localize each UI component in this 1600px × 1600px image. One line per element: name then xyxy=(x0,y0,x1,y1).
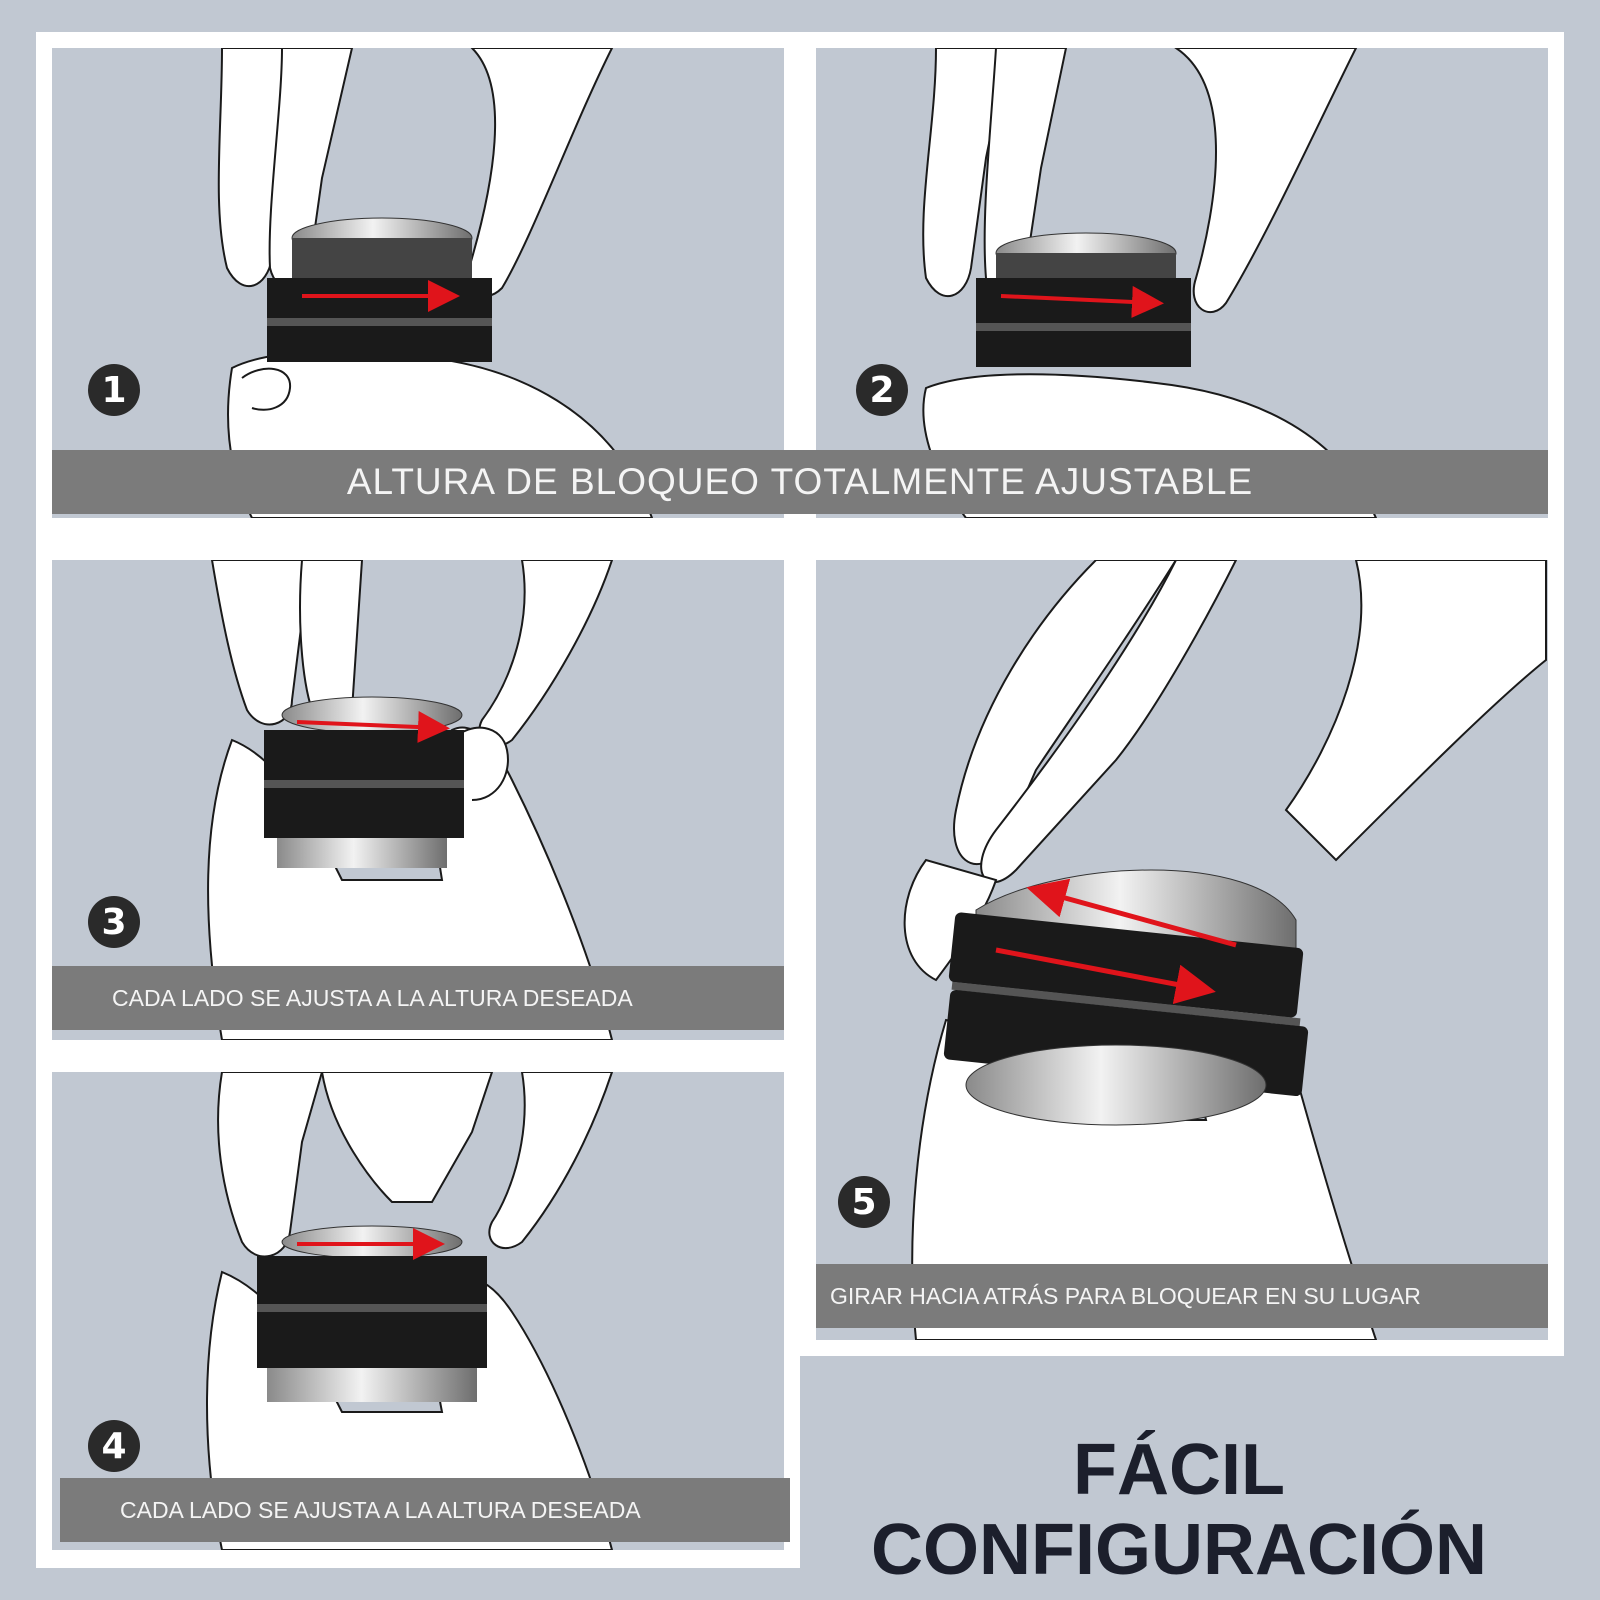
distributor-tool-icon xyxy=(943,869,1309,1126)
hand-icon xyxy=(922,48,1378,518)
step-1-panel: 1 xyxy=(52,48,784,518)
step-5-panel: 5 xyxy=(816,560,1548,1340)
step-2-illustration xyxy=(922,48,1378,518)
caption-bar-top: ALTURA DE BLOQUEO TOTALMENTE AJUSTABLE xyxy=(52,450,1548,514)
caption-step-5-text: GIRAR HACIA ATRÁS PARA BLOQUEAR EN SU LU… xyxy=(830,1282,1421,1309)
step-5-badge: 5 xyxy=(838,1176,890,1228)
heading-line-2: CONFIGURACIÓN xyxy=(871,1510,1487,1590)
distributor-tool-icon xyxy=(267,217,492,362)
caption-step-4-text: CADA LADO SE AJUSTA A LA ALTURA DESEADA xyxy=(120,1496,641,1523)
caption-top-text: ALTURA DE BLOQUEO TOTALMENTE AJUSTABLE xyxy=(346,461,1254,502)
distributor-tool-icon xyxy=(257,1225,487,1402)
step-2-badge: 2 xyxy=(856,364,908,416)
step-3-illustration xyxy=(207,560,614,1040)
frame-corner-cutout xyxy=(800,1356,1600,1600)
caption-step-3-text: CADA LADO SE AJUSTA A LA ALTURA DESEADA xyxy=(112,984,633,1011)
step-1-badge: 1 xyxy=(88,364,140,416)
step-3-panel: 3 xyxy=(52,560,784,1040)
step-2-panel: 2 xyxy=(816,48,1548,518)
distributor-tool-icon xyxy=(264,696,464,868)
hand-icon xyxy=(207,560,614,1040)
caption-bar-step-3: CADA LADO SE AJUSTA A LA ALTURA DESEADA xyxy=(52,966,784,1030)
page-heading: FÁCIL CONFIGURACIÓN xyxy=(854,1430,1504,1590)
step-4-badge: 4 xyxy=(88,1420,140,1472)
distributor-tool-icon xyxy=(976,232,1191,367)
caption-bar-step-5: GIRAR HACIA ATRÁS PARA BLOQUEAR EN SU LU… xyxy=(816,1264,1548,1328)
heading-line-1: FÁCIL xyxy=(1073,1430,1285,1510)
step-5-illustration xyxy=(903,560,1547,1340)
caption-bar-step-4: CADA LADO SE AJUSTA A LA ALTURA DESEADA xyxy=(60,1478,790,1542)
step-3-badge: 3 xyxy=(88,896,140,948)
step-1-illustration xyxy=(217,48,654,518)
